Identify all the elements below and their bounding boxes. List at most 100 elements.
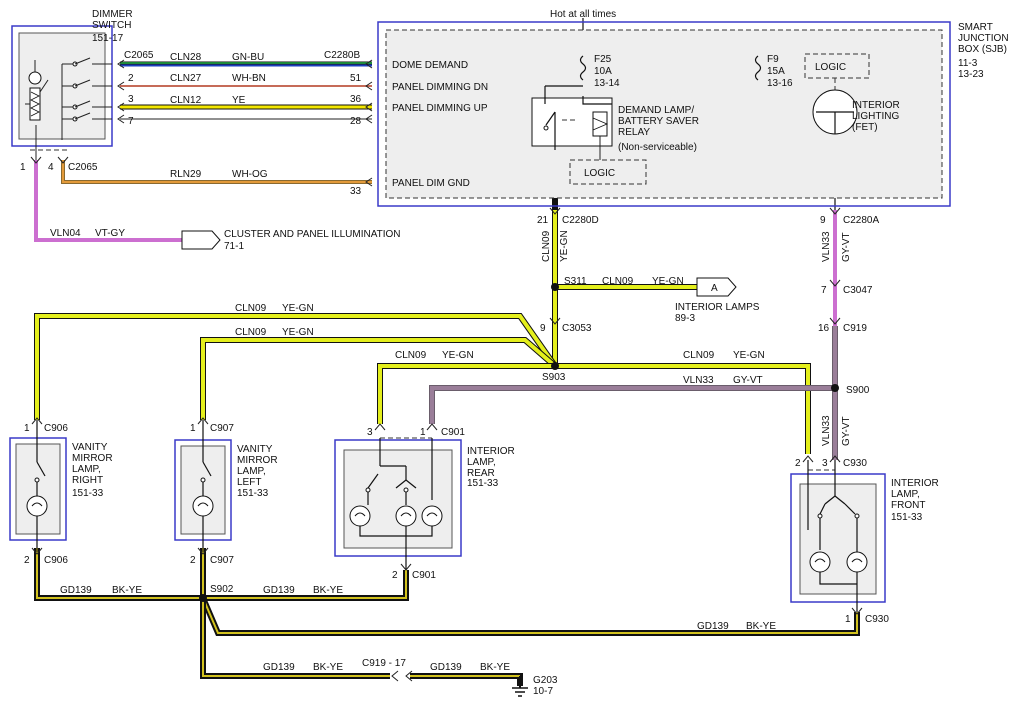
rln29-color: WH-OG (232, 169, 268, 180)
svg-text:BK-YE: BK-YE (112, 585, 142, 596)
cln12-id: CLN12 (170, 95, 202, 106)
logic-block-2: LOGIC (804, 53, 870, 96)
front-pin-2: 2 (795, 458, 801, 469)
vln04-id: VLN04 (50, 228, 81, 239)
relay-note: (Non-serviceable) (618, 142, 697, 153)
cln27-id: CLN27 (170, 73, 202, 84)
dimmer-switch-ref: 151-17 (92, 33, 124, 44)
wire-cln09-front (555, 363, 811, 454)
connector-c919-17: C919 - 17 (362, 658, 406, 669)
connector-c2280b: C2280B (324, 50, 360, 61)
wire-vln04 (34, 160, 182, 242)
vln33-lower-color: GY-VT (841, 416, 852, 446)
svg-text:S900: S900 (846, 385, 870, 396)
ground-ref: 10-7 (533, 686, 553, 697)
sjb-pin-dome-demand: DOME DEMAND (392, 60, 468, 71)
wire-cln28 (120, 61, 372, 67)
sjb-pin-dimming-dn: PANEL DIMMING DN (392, 82, 488, 93)
vertical-wire-labels: CLN09 YE-GN VLN33 GY-VT VLN33 GY-VT (541, 230, 852, 446)
vl-pin-1: 1 (190, 423, 196, 434)
wire-cln09-right (34, 313, 558, 420)
svg-text:LOGIC: LOGIC (584, 168, 615, 179)
front-pin-3: 3 (822, 458, 828, 469)
interior-lamps-letter: A (711, 283, 718, 294)
connector-c930-top: C930 (843, 458, 867, 469)
cluster-name: CLUSTER AND PANEL ILLUMINATION (224, 229, 401, 240)
front-lamp-ref: 151-33 (891, 512, 923, 523)
pin-9a: 9 (820, 215, 826, 226)
splice-s311 (551, 283, 559, 291)
connector-c2280a: C2280A (843, 215, 879, 226)
connector-c919: C919 (843, 323, 867, 334)
vln33-vertical-id: VLN33 (821, 231, 832, 262)
svg-text:10A: 10A (594, 66, 612, 77)
wire-vln33-rear (429, 385, 835, 424)
pin-16: 16 (818, 323, 830, 334)
cln09-a-id: CLN09 (602, 276, 634, 287)
dimmer-pin-1: 1 (20, 162, 26, 173)
dimmer-pin-4: 4 (48, 162, 54, 173)
vln33-vertical-color: GY-VT (841, 232, 852, 262)
rear-pin-3: 3 (367, 427, 373, 438)
wire-labels-middle: CLN09 YE-GN CLN09 YE-GN CLN09 YE-GN CLN0… (235, 303, 765, 386)
connector-c907-bottom: C907 (210, 555, 234, 566)
svg-text:15A: 15A (767, 66, 785, 77)
cln09-vertical-color: YE-GN (559, 230, 570, 262)
cln09-front-color: YE-GN (733, 350, 765, 361)
svg-text:GD139: GD139 (263, 585, 295, 596)
connector-c3047: C3047 (843, 285, 873, 296)
cln09-front-id: CLN09 (683, 350, 715, 361)
splice-s903 (551, 362, 559, 370)
connector-c906-top: C906 (44, 423, 68, 434)
connector-c901-bottom: C901 (412, 570, 436, 581)
cln12-color: YE (232, 95, 246, 106)
vln33-horizontal-color: GY-VT (733, 375, 763, 386)
interior-lamps-name: INTERIOR LAMPS (675, 302, 760, 313)
pin-33: 33 (350, 186, 362, 197)
vanity-left-ref: 151-33 (237, 488, 269, 499)
smart-junction-box: Hot at all times DOME DEMAND PANEL DIMMI… (377, 9, 1009, 207)
rear-lamp-ref: 151-33 (467, 478, 499, 489)
wire-gd139 (34, 548, 860, 686)
svg-text:S903: S903 (542, 372, 566, 383)
cln09-right-id: CLN09 (235, 303, 267, 314)
rear-pin-1: 1 (420, 427, 426, 438)
cln09-a-color: YE-GN (652, 276, 684, 287)
pin-3: 3 (128, 94, 134, 105)
ground-g203: G203 10-7 (512, 675, 558, 697)
cln27-color: WH-BN (232, 73, 266, 84)
dimmer-contacts (61, 57, 112, 140)
connector-c901-top: C901 (441, 427, 465, 438)
connector-c2065-top: C2065 (124, 50, 154, 61)
splice-s900 (831, 384, 839, 392)
pin-2: 2 (128, 73, 134, 84)
svg-text:F25: F25 (594, 54, 612, 65)
cluster-ref: 71-1 (224, 241, 244, 252)
interior-lamps-ref: 89-3 (675, 313, 695, 324)
svg-text:BK-YE: BK-YE (313, 662, 343, 673)
pin-21: 21 (537, 215, 549, 226)
wire-labels-top: CLN28 GN-BU CLN27 WH-BN CLN12 YE RLN29 W… (50, 50, 373, 239)
vln33-horizontal-id: VLN33 (683, 375, 714, 386)
rln29-id: RLN29 (170, 169, 202, 180)
svg-text:GD139: GD139 (60, 585, 92, 596)
cln28-color: GN-BU (232, 52, 264, 63)
svg-text:13-14: 13-14 (594, 78, 620, 89)
ground-name: G203 (533, 675, 558, 686)
pin-7b: 7 (821, 285, 827, 296)
hot-at-all-times: Hot at all times (550, 9, 616, 20)
connector-c930-bottom: C930 (865, 614, 889, 625)
sjb-bottom-connectors: 21 C2280D 9 C2280A (537, 207, 879, 226)
ground-wire-labels: GD139 BK-YE GD139 BK-YE GD139 BK-YE GD13… (60, 585, 776, 682)
